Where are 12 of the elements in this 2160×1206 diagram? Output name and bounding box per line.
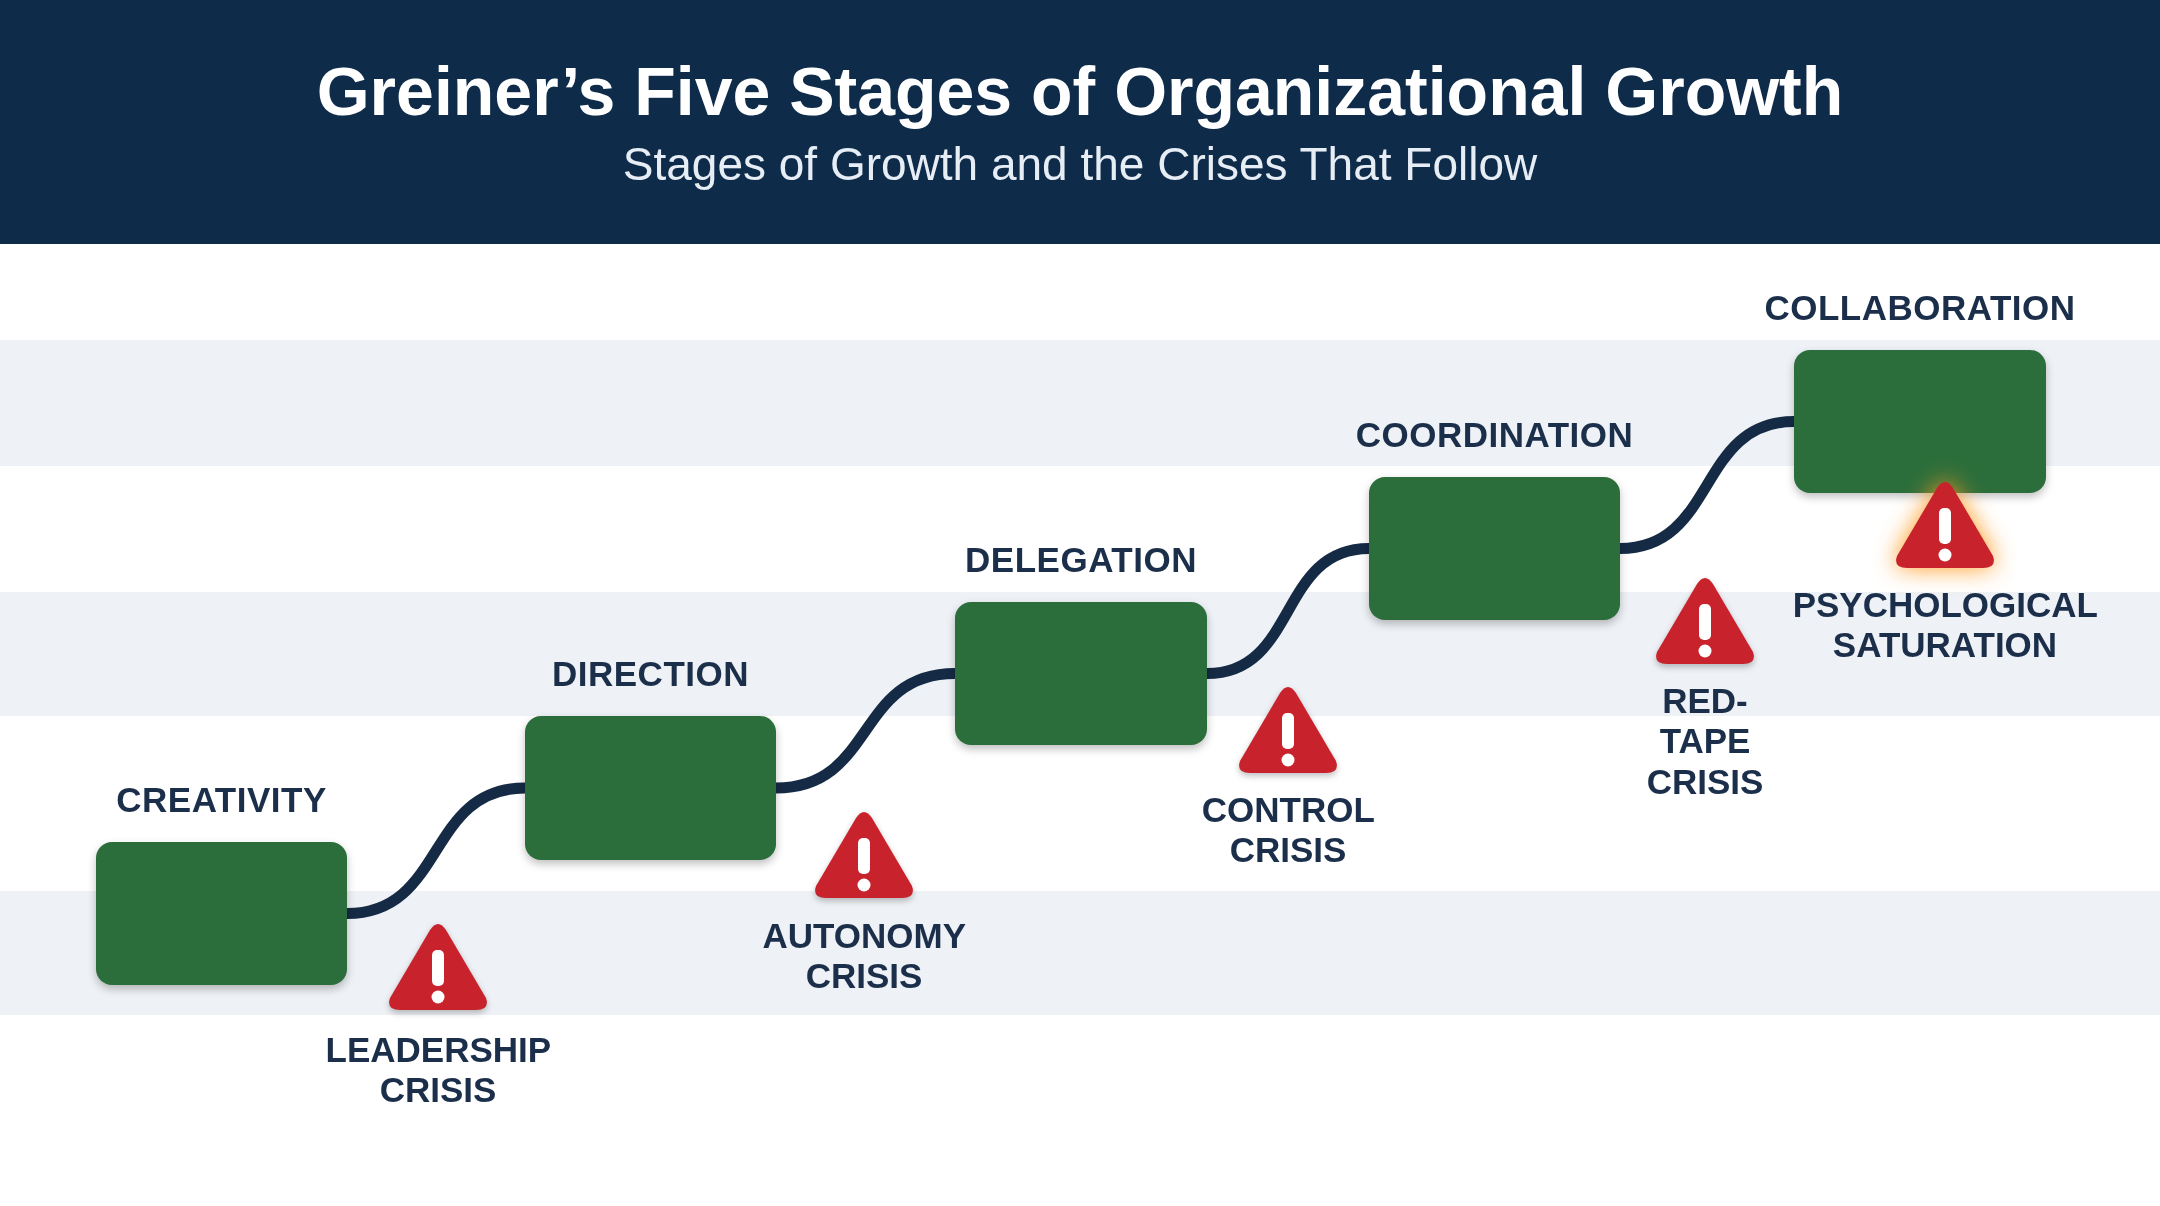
subtitle: Stages of Growth and the Crises That Follow: [622, 136, 1538, 192]
title: Greiner’s Five Stages of Organizational Growth: [316, 52, 1844, 131]
stage-heading: COLLABORATION: [1763, 288, 2077, 328]
stage-heading: DELEGATION: [964, 540, 1198, 580]
crisis-label: LEADERSHIP CRISIS: [325, 1030, 551, 1111]
stage-heading: COORDINATION: [1354, 415, 1635, 455]
stage-heading: CREATIVITY: [115, 780, 328, 820]
crisis-label: PSYCHOLOGICAL SATURATION: [1792, 585, 2098, 666]
crisis-label: CONTROL CRISIS: [1201, 790, 1375, 871]
stage-heading: DIRECTION: [551, 654, 750, 694]
crisis-label: RED-TAPE CRISIS: [1646, 681, 1764, 802]
crisis-label: AUTONOMY CRISIS: [762, 916, 966, 997]
